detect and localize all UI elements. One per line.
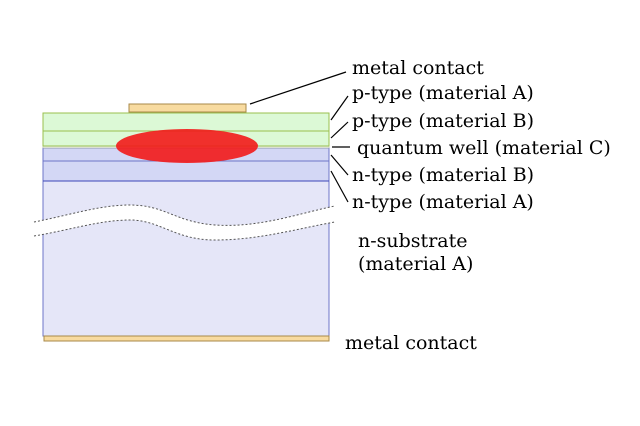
label-p-type-b: p-type (material B)	[352, 110, 534, 132]
label-top-contact: metal contact	[352, 57, 484, 79]
break-edge-bottom	[33, 219, 336, 241]
bottom-metal-contact	[43, 335, 330, 342]
leader-n-type-a	[330, 170, 349, 203]
label-n-type-a: n-type (material A)	[352, 191, 534, 213]
label-n-type-b: n-type (material B)	[352, 164, 534, 186]
label-bottom-contact: metal contact	[345, 332, 477, 354]
leader-p-type-b	[330, 121, 349, 139]
top-metal-contact	[128, 103, 247, 113]
leader-n-type-b	[330, 154, 349, 176]
leader-top-contact	[249, 71, 347, 105]
label-substrate-line2: (material A)	[358, 253, 473, 275]
label-p-type-a: p-type (material A)	[352, 82, 534, 104]
label-quantum-well: quantum well (material C)	[357, 137, 611, 159]
leader-p-type-a	[330, 95, 349, 121]
n-type-a-layer	[42, 160, 330, 182]
substrate-break	[34, 205, 335, 240]
label-substrate-line1: n-substrate	[358, 230, 467, 252]
break-edge-top	[33, 204, 336, 226]
active-region	[116, 129, 258, 163]
n-substrate-layer	[42, 180, 330, 337]
p-type-a-layer	[42, 112, 330, 132]
